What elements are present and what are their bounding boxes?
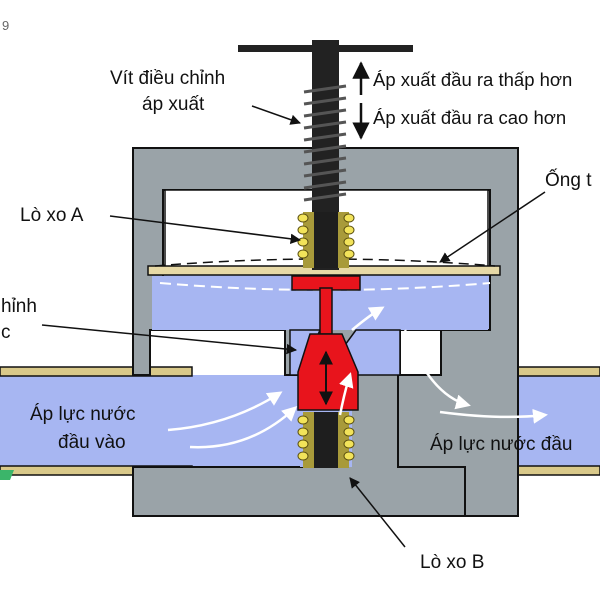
diaphragm-label: Ống t (545, 169, 592, 191)
output-higher-label: Áp xuất đầu ra cao hơn (373, 107, 566, 128)
spring-a (297, 212, 355, 268)
adjust-screw-label-line2: áp xuất (142, 94, 205, 115)
diaphragm-upper-dash (154, 258, 496, 267)
adjust-screw-label-line1: Vít điều chỉnh (110, 68, 225, 89)
spring-b (297, 412, 355, 468)
valve-label-line2: c (1, 322, 11, 343)
spring-b-leader (349, 477, 406, 548)
spring-b-label: Lò xo B (420, 552, 484, 573)
inlet-pressure-label-line1: Áp lực nước (30, 404, 135, 425)
green-corner-mark (0, 470, 14, 480)
valve-label-line1: hỉnh (1, 296, 37, 317)
corner-mark: 9 (2, 18, 9, 33)
diaphragm-leader (439, 191, 546, 263)
output-lower-label: Áp xuất đầu ra thấp hơn (373, 69, 572, 90)
screw-leader (251, 105, 301, 125)
diaphragm-lower-dash (159, 282, 491, 291)
valve-leader (41, 324, 298, 355)
inlet-pressure-label-line2: đầu vào (58, 432, 126, 453)
flow-arrows (167, 306, 548, 449)
outlet-pressure-label: Áp lực nước đầu (430, 434, 572, 455)
spring-a-label: Lò xo A (20, 205, 84, 226)
spring-a-leader (109, 215, 302, 245)
